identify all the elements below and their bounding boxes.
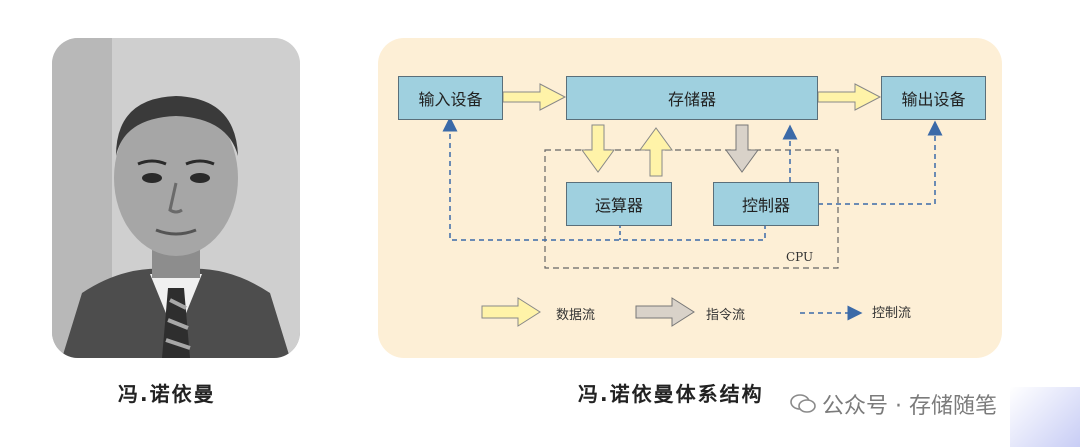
portrait-illustration	[52, 38, 300, 358]
cpu-label: CPU	[786, 250, 814, 264]
watermark: 公众号 · 存储随笔	[790, 388, 997, 420]
watermark-text: 公众号 · 存储随笔	[822, 394, 997, 419]
box-memory: 存储器	[566, 76, 818, 120]
legend-instruction-arrow	[635, 297, 695, 327]
wechat-icon	[790, 394, 816, 413]
arrow-memory-to-output	[817, 83, 882, 111]
legend-instruction-label: 指令流	[706, 308, 746, 323]
arrow-memory-to-control	[725, 124, 759, 173]
legend-data-arrow	[481, 297, 541, 327]
arrow-alu-to-memory	[639, 127, 673, 177]
diagram-caption: 冯.诺依曼体系结构	[578, 382, 764, 406]
legend-control-label: 控制流	[872, 306, 912, 321]
portrait-caption: 冯.诺依曼	[118, 382, 216, 406]
corner-accent	[1010, 387, 1080, 447]
control-to-output-line	[818, 120, 943, 205]
cpu-boundary	[544, 149, 839, 269]
box-control-unit: 控制器	[713, 182, 819, 226]
arrow-memory-to-alu	[581, 124, 615, 173]
box-alu: 运算器	[566, 182, 672, 226]
box-input-device: 输入设备	[398, 76, 503, 120]
arrow-input-to-memory	[502, 83, 567, 111]
legend-data-label: 数据流	[556, 308, 596, 323]
portrait-photo	[52, 38, 300, 358]
control-to-input-line	[442, 116, 766, 241]
box-output-device: 输出设备	[881, 76, 986, 120]
